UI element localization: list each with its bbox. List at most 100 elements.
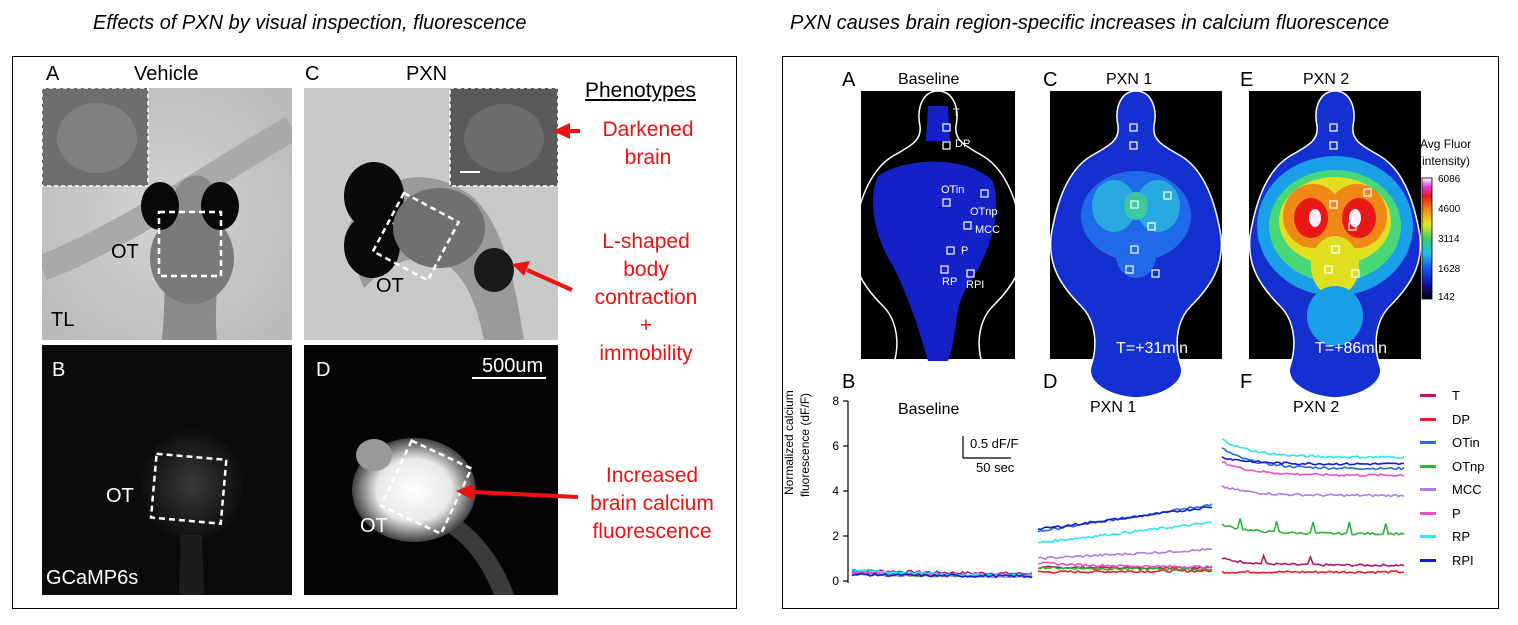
legend-label: RPI xyxy=(1452,552,1474,568)
colorbar-tick: 1628 xyxy=(1438,264,1461,275)
roi-label-dp: DP xyxy=(955,138,971,150)
trace-rpi-pxn-1 xyxy=(1037,506,1213,531)
legend-item-mcc: MCC xyxy=(1420,478,1500,502)
roi-label-t: T xyxy=(953,107,960,119)
phenotype-text-line: Darkened xyxy=(602,118,694,141)
left-figure-frame xyxy=(12,56,737,609)
panel-d-ot-label: OT xyxy=(360,515,388,537)
trace-p-pxn-2 xyxy=(1221,461,1405,477)
map-e-title: PXN 2 xyxy=(1303,71,1350,88)
trace-title-pxn1: PXN 1 xyxy=(1090,399,1137,416)
trace-d-letter: D xyxy=(1043,371,1058,393)
phenotype-text-line: contraction xyxy=(594,286,698,309)
legend-label: OTnp xyxy=(1452,458,1485,474)
panel-a-tl-label: TL xyxy=(51,309,75,331)
y-axis-tick-label: 6 xyxy=(832,439,839,453)
y-axis-tick-label: 0 xyxy=(832,574,839,588)
colorbar xyxy=(1421,177,1433,300)
roi-label-otin: OTin xyxy=(941,184,965,196)
trace-mcc-pxn-2 xyxy=(1221,484,1405,498)
map-a-letter: A xyxy=(842,69,856,91)
phenotype-text-line: body xyxy=(623,258,669,281)
phenotype-text-line: immobility xyxy=(599,342,693,365)
phenotype-darkened-brain: Darkened brain xyxy=(578,116,718,172)
scalebar-x-label: 50 sec xyxy=(976,460,1015,475)
panel-a-letter: A xyxy=(46,63,60,85)
phenotype-text-line: L-shaped xyxy=(602,230,690,253)
panel-d-image xyxy=(304,345,558,595)
trace-rpi-pxn-2 xyxy=(1221,456,1405,466)
legend-item-p: P xyxy=(1420,502,1500,526)
panel-d-letter: D xyxy=(316,359,331,381)
y-axis-tick-label: 8 xyxy=(832,394,839,408)
colorbar-title-2: (intensity) xyxy=(1418,154,1471,168)
map-e-time: T=+86min xyxy=(1315,340,1388,357)
trace-otin-pxn-2 xyxy=(1221,447,1405,471)
map-c-time: T=+31min xyxy=(1116,340,1189,357)
trace-dp-pxn-1 xyxy=(1037,569,1213,574)
trace-mcc-pxn-1 xyxy=(1037,548,1213,561)
legend-swatch xyxy=(1420,394,1436,398)
heatmaps xyxy=(851,90,1433,399)
roi-label-otnp: OTnp xyxy=(970,206,998,218)
legend-item-t: T xyxy=(1420,384,1500,408)
trace-title-baseline: Baseline xyxy=(898,401,960,418)
heatmap-pxn1 xyxy=(1049,90,1223,399)
legend-swatch xyxy=(1420,441,1436,445)
scalebar-y-label: 0.5 dF/F xyxy=(970,436,1019,451)
legend-swatch xyxy=(1420,558,1436,562)
trace-title-pxn2: PXN 2 xyxy=(1293,399,1340,416)
legend-swatch xyxy=(1420,464,1436,468)
trace-otnp-pxn-1 xyxy=(1037,565,1213,572)
colorbar-tick: 3114 xyxy=(1438,234,1460,245)
map-e-letter: E xyxy=(1240,69,1254,91)
heatmap-baseline xyxy=(851,90,1025,399)
phenotype-text-line: Increased xyxy=(605,464,699,487)
arrow-body-contraction-head xyxy=(512,261,530,276)
trace-f-letter: F xyxy=(1240,371,1253,393)
legend-item-otnp: OTnp xyxy=(1420,455,1500,479)
panel-a-ot-label: OT xyxy=(111,241,139,263)
legend-item-rpi: RPI xyxy=(1420,549,1500,573)
right-figure-frame xyxy=(782,56,1499,609)
legend-label: T xyxy=(1452,388,1460,404)
phenotype-text-line: brain calcium xyxy=(590,492,714,515)
panel-c-image xyxy=(304,88,558,340)
y-axis-tick-label: 4 xyxy=(832,484,839,498)
legend-swatch xyxy=(1420,417,1436,421)
legend-label: P xyxy=(1452,505,1461,521)
legend-label: MCC xyxy=(1452,482,1482,498)
trace-t-pxn-2 xyxy=(1221,553,1405,568)
colorbar-title-1: Avg Fluor xyxy=(1420,137,1472,151)
phenotype-text-line: + xyxy=(639,314,653,337)
trace-rp-pxn-1 xyxy=(1038,521,1212,544)
phenotype-increased-calcium: Increased brain calcium fluorescence xyxy=(572,462,732,546)
arrow-calcium xyxy=(471,490,579,499)
panel-b-gcamp-label: GCaMP6s xyxy=(46,567,139,589)
legend-swatch xyxy=(1420,511,1436,515)
legend-item-dp: DP xyxy=(1420,408,1500,432)
panel-c-ot-label: OT xyxy=(376,275,404,297)
trace-p-pxn-1 xyxy=(1037,561,1213,569)
roi-label-p: P xyxy=(961,245,969,257)
roi-label-rpi: RPI xyxy=(966,279,985,291)
trace-rpi-baseline xyxy=(851,572,1033,579)
trace-dp-pxn-2 xyxy=(1221,570,1405,575)
roi-label-rp: RP xyxy=(942,276,958,288)
trace-legend: T DP OTin OTnp MCC P RP RPI xyxy=(1420,384,1500,572)
legend-label: OTin xyxy=(1452,435,1480,451)
panel-c-letter: C xyxy=(305,63,320,85)
arrow-darkened-brain-head xyxy=(553,123,570,139)
annotation-arrows xyxy=(456,123,580,500)
panel-b-ot-label: OT xyxy=(106,485,134,507)
legend-item-rp: RP xyxy=(1420,525,1500,549)
heatmap-pxn2 xyxy=(1248,90,1422,399)
legend-swatch xyxy=(1420,535,1436,539)
trace-rp-pxn-2 xyxy=(1221,437,1405,460)
phenotype-text-line: fluorescence xyxy=(592,520,712,543)
panel-b-letter: B xyxy=(52,359,66,381)
trace-otnp-pxn-2 xyxy=(1221,518,1405,536)
roi-label-mcc: MCC xyxy=(975,224,1001,236)
colorbar-tick: 142 xyxy=(1438,292,1455,303)
